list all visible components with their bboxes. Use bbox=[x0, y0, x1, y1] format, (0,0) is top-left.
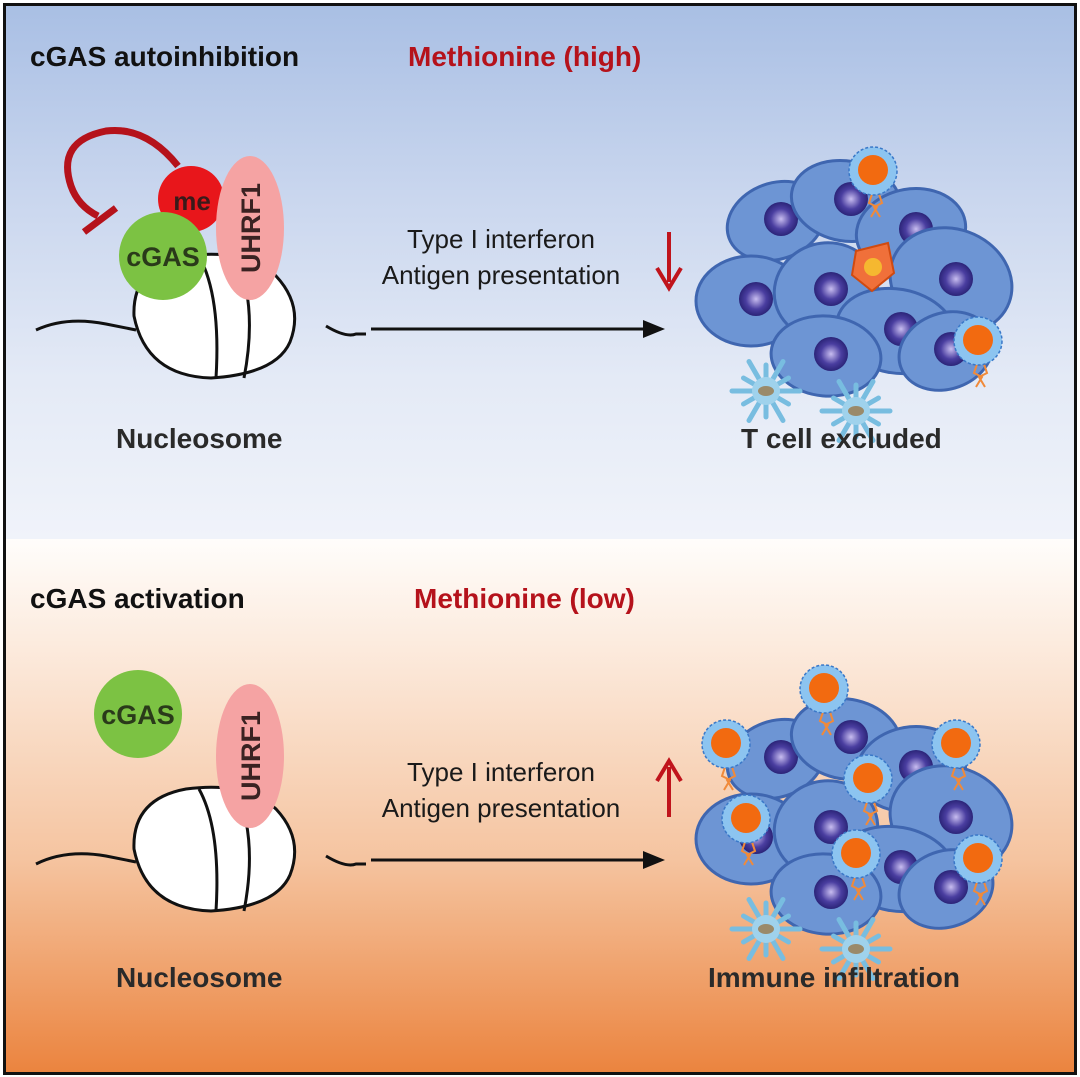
t-cell bbox=[931, 719, 981, 791]
tumor-cluster bbox=[694, 664, 1014, 981]
panel-title: cGAS activation bbox=[30, 583, 245, 614]
trapped-t-cell bbox=[850, 241, 896, 293]
dna-strand bbox=[35, 852, 366, 867]
effect-text: Type I interferon Antigen presentation bbox=[351, 754, 651, 826]
nucleosome-label: Nucleosome bbox=[116, 962, 283, 993]
methyl-label: me bbox=[173, 186, 211, 216]
cgas-label: cGAS bbox=[126, 242, 200, 272]
dendritic-cell bbox=[819, 379, 893, 443]
effect-line: Type I interferon bbox=[407, 757, 595, 787]
tumor-cell bbox=[897, 848, 995, 930]
outcome-label: T cell excluded bbox=[741, 423, 942, 454]
methionine-level: Methionine (low) bbox=[414, 583, 635, 614]
effect-line: Antigen presentation bbox=[381, 260, 621, 290]
uhrf1-label: UHRF1 bbox=[236, 711, 266, 801]
effect-line: Type I interferon bbox=[407, 224, 595, 254]
t-cell bbox=[953, 834, 1003, 906]
dendritic-cell bbox=[729, 359, 803, 423]
cgas-protein bbox=[94, 670, 182, 758]
uhrf1-protein bbox=[216, 156, 284, 300]
t-cell bbox=[843, 754, 893, 826]
panel-activation: cGAS activation Methionine (low) cGAS UH… bbox=[6, 539, 1074, 1072]
decrease-arrow-icon bbox=[655, 232, 683, 292]
tumor-cluster bbox=[694, 146, 1014, 443]
t-cell bbox=[701, 719, 751, 791]
process-arrow-icon bbox=[371, 320, 665, 338]
inhibition-arrow-icon bbox=[64, 126, 181, 220]
cgas-protein bbox=[119, 212, 207, 300]
nucleosome-diagram: me cGAS UHRF1 bbox=[35, 126, 366, 380]
methionine-level: Methionine (high) bbox=[408, 41, 642, 72]
t-cell bbox=[799, 664, 849, 736]
nucleosome-label: Nucleosome bbox=[116, 423, 283, 454]
t-cell bbox=[953, 316, 1003, 388]
effect-text: Type I interferon Antigen presentation bbox=[351, 221, 651, 293]
t-cell bbox=[831, 829, 881, 901]
dendritic-cell bbox=[819, 917, 893, 981]
uhrf1-label: UHRF1 bbox=[236, 183, 266, 273]
dna-strand bbox=[35, 319, 366, 337]
t-cell bbox=[848, 146, 898, 218]
dendritic-cell bbox=[729, 897, 803, 961]
t-cell bbox=[721, 794, 771, 866]
nucleosome-diagram: cGAS UHRF1 bbox=[35, 670, 366, 913]
cgas-label: cGAS bbox=[101, 700, 175, 730]
increase-arrow-icon bbox=[655, 757, 683, 817]
process-arrow-icon bbox=[371, 851, 665, 869]
outcome-label: Immune infiltration bbox=[708, 962, 960, 993]
uhrf1-protein bbox=[216, 684, 284, 828]
tumor-cell bbox=[769, 314, 883, 398]
figure-frame: cGAS autoinhibition Methionine (high) me… bbox=[3, 3, 1077, 1075]
effect-line: Antigen presentation bbox=[381, 793, 621, 823]
panel-autoinhibition: cGAS autoinhibition Methionine (high) me… bbox=[6, 6, 1074, 539]
panel-title: cGAS autoinhibition bbox=[30, 41, 300, 72]
